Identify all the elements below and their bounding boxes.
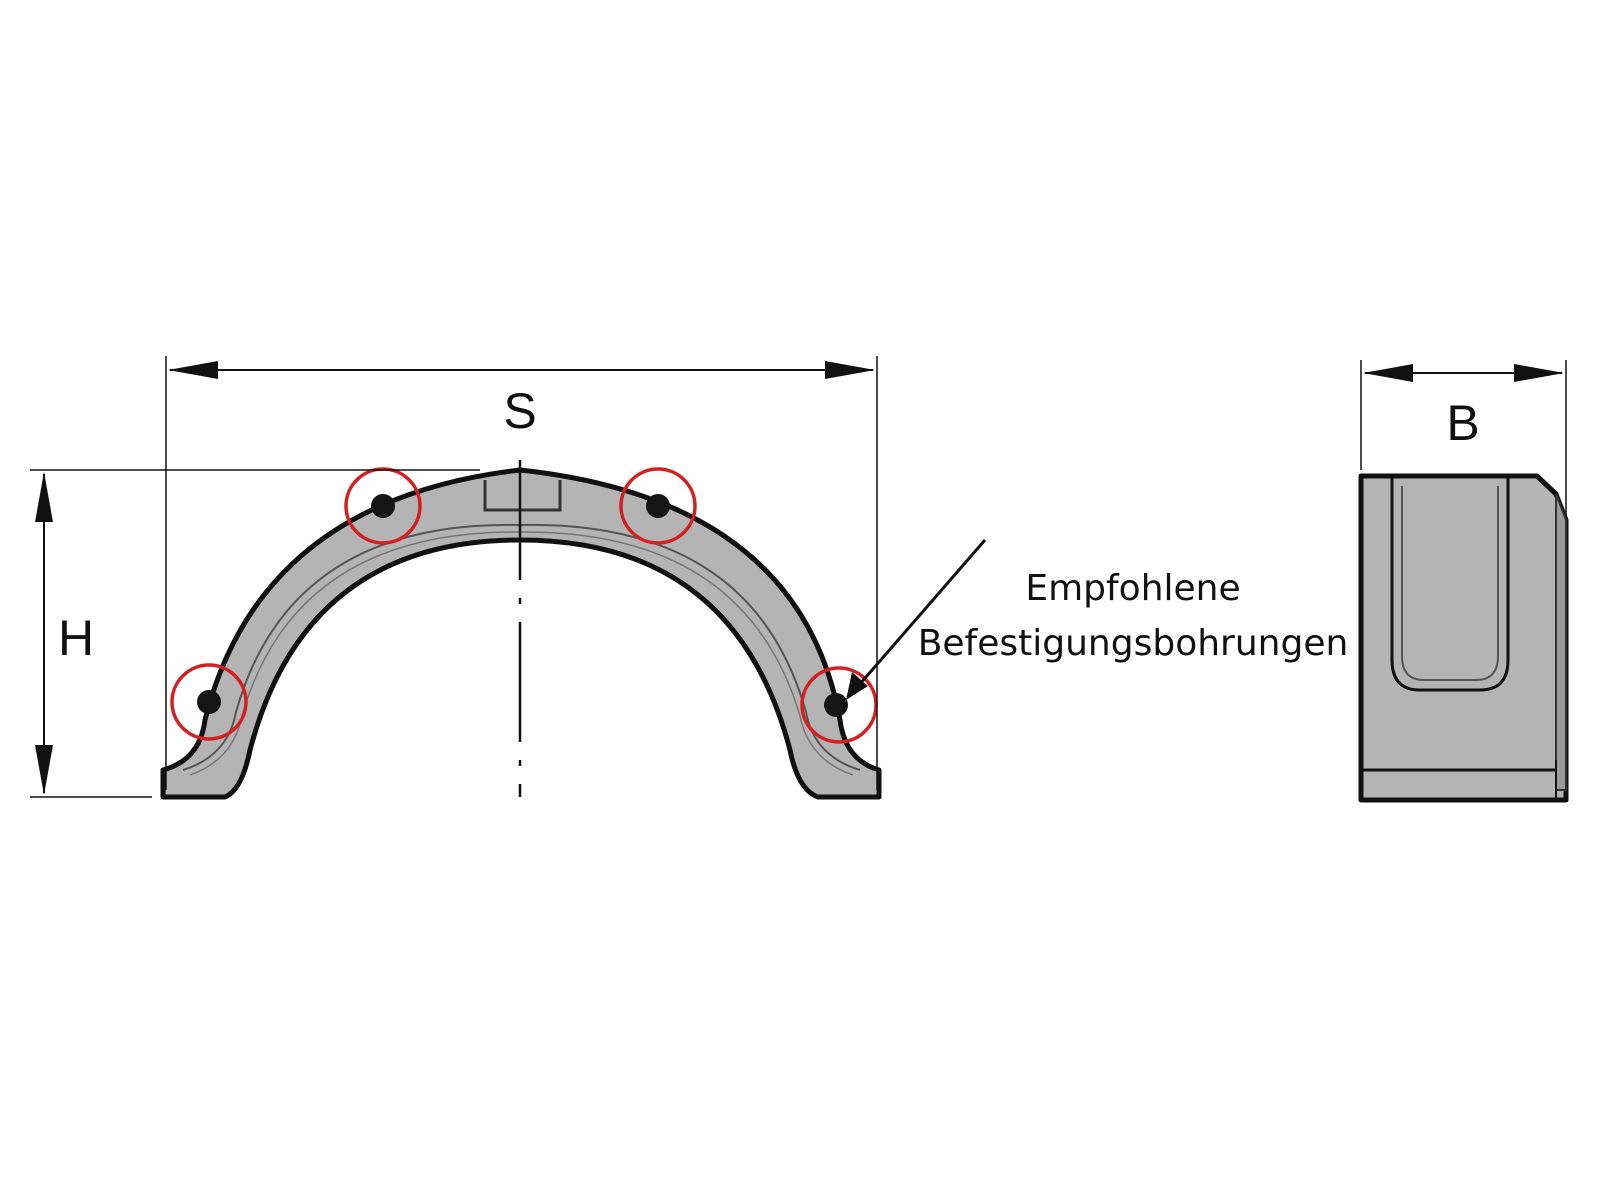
mounting-hole-top-left [344,467,422,545]
dimension-label-h: H [58,610,94,666]
side-view [1358,473,1569,803]
mounting-hole-bottom-left [170,663,248,741]
annotation-line-2: Befestigungsbohrungen [918,623,1349,664]
dimension-b: B [1360,360,1567,515]
annotation-arrow [851,539,987,693]
mounting-hole-top-right [619,467,697,545]
side-view-channel-inner [1401,486,1499,681]
mounting-holes-annotation: Empfohlene Befestigungsbohrungen [846,539,1349,700]
side-view-channel [1390,476,1510,692]
mounting-holes [170,467,878,744]
dimension-label-s: S [503,383,536,439]
mounting-hole-bottom-right [800,666,878,744]
dimension-label-b: B [1446,395,1479,451]
fender-top-bracket [483,480,562,512]
dimension-s: S [165,356,878,790]
side-view-right-face [1555,493,1567,791]
dimension-h: H [30,469,480,798]
fender-arch [160,467,882,800]
front-view [160,460,882,800]
annotation-line-1: Empfohlene [1025,568,1240,609]
